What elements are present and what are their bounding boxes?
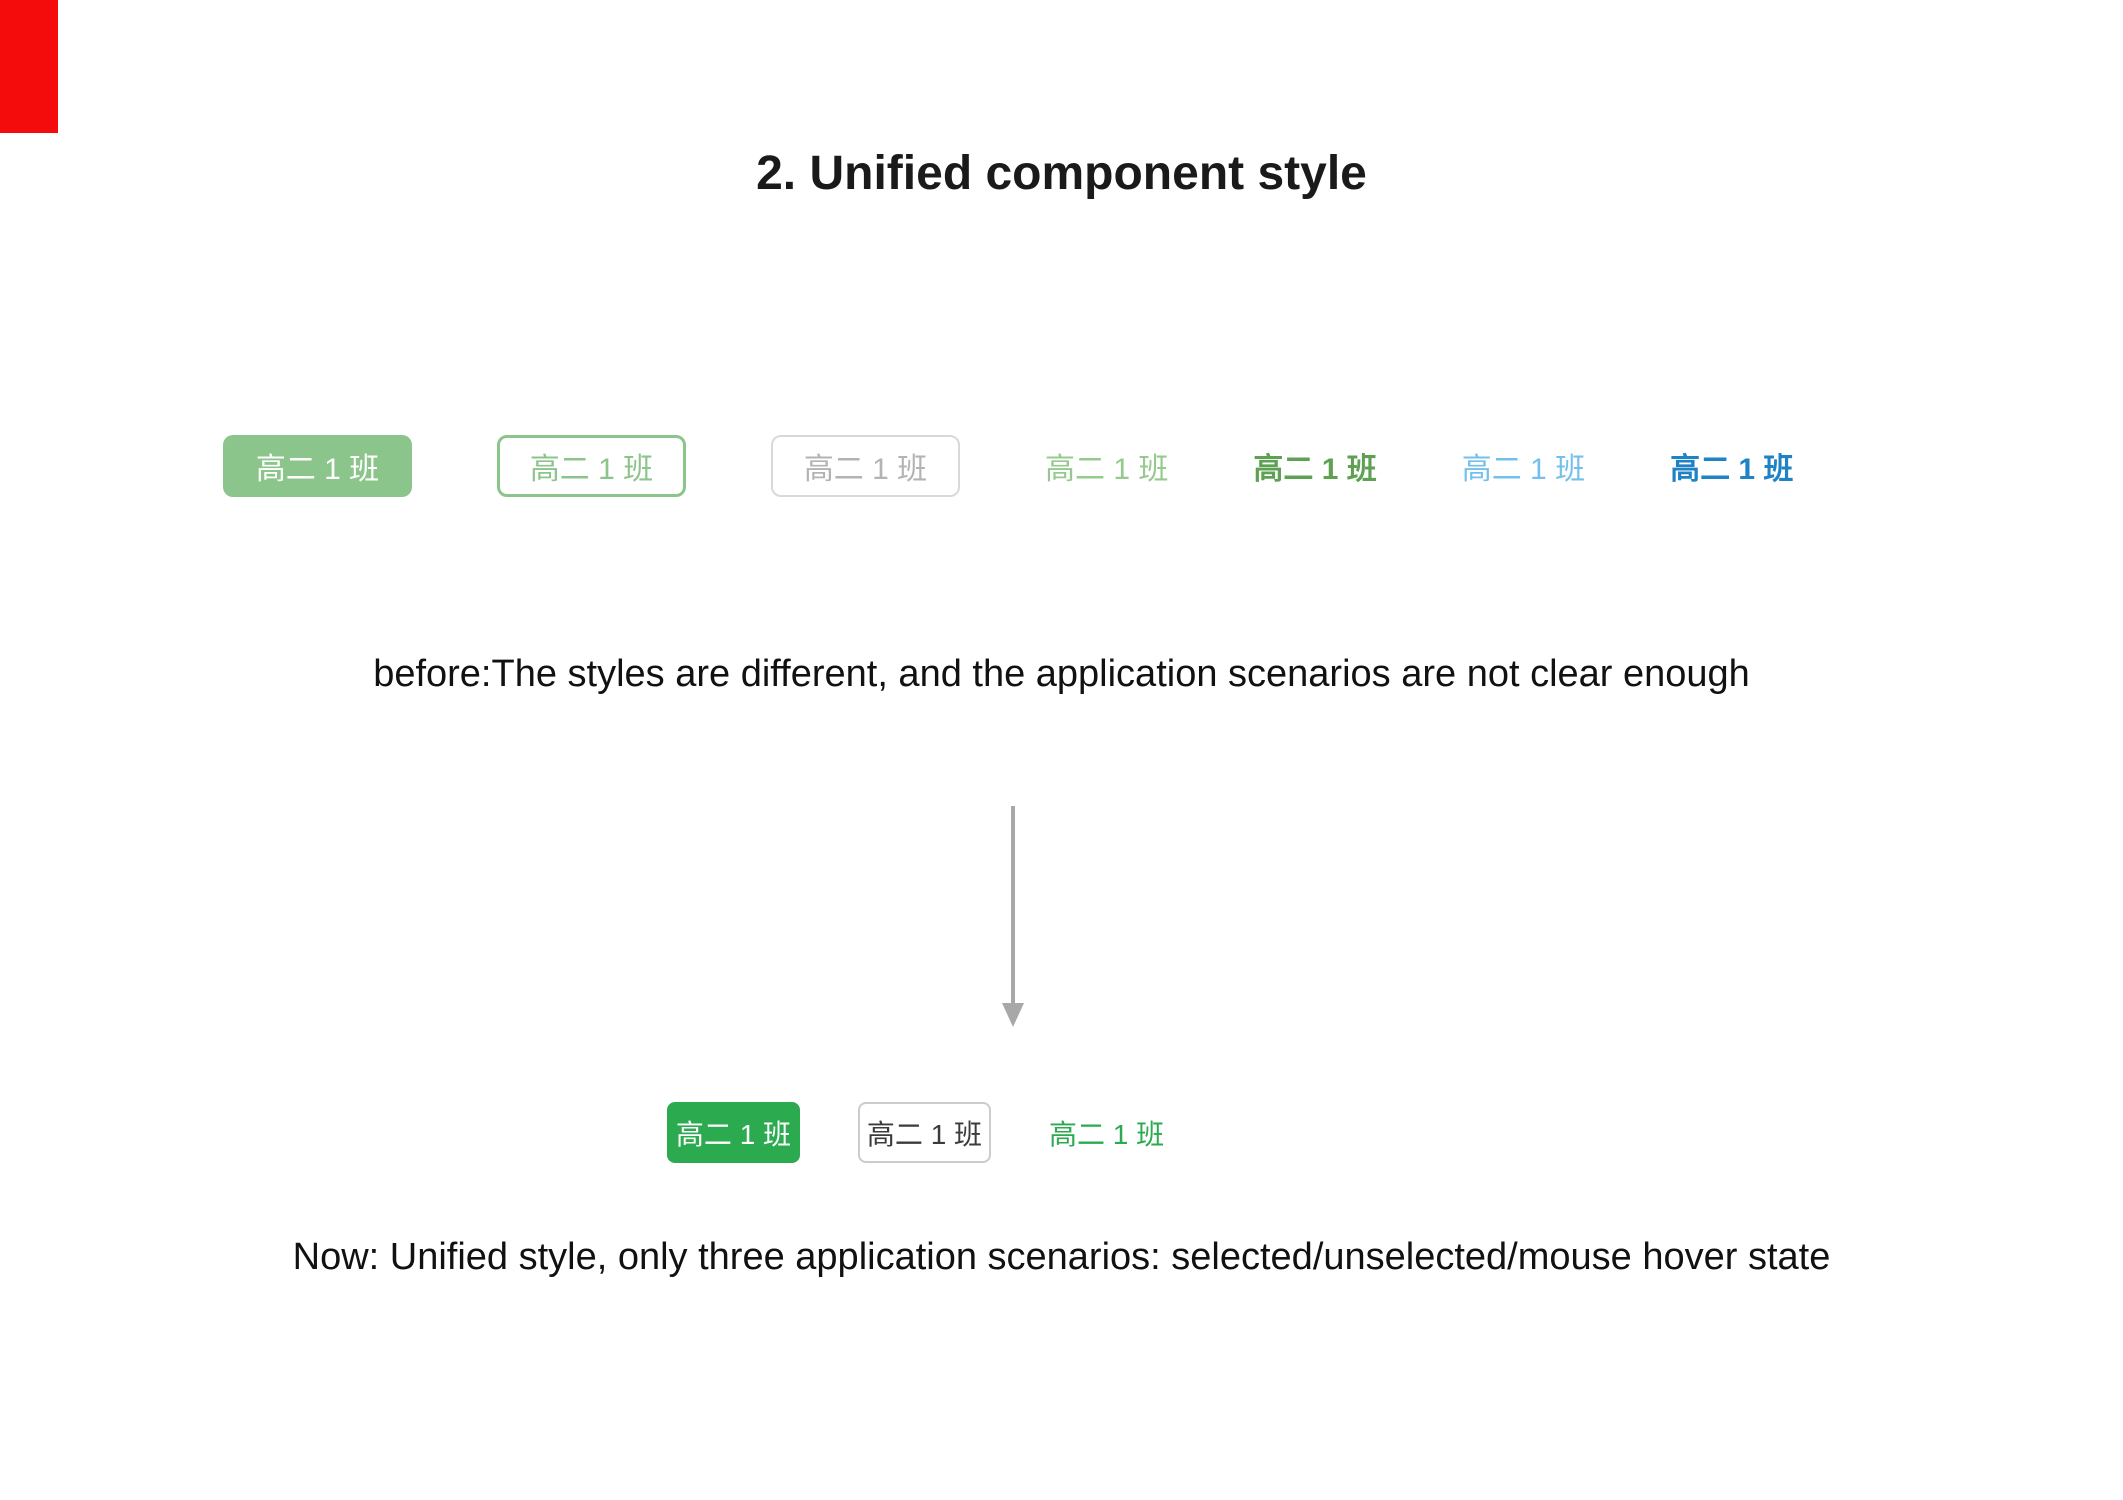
- class-tag-text-green-bold[interactable]: 高二 1 班: [1253, 453, 1377, 486]
- after-variant-row: 高二 1 班 高二 1 班 高二 1 班: [667, 1102, 1164, 1163]
- class-tag-text-light-blue[interactable]: 高二 1 班: [1461, 453, 1586, 486]
- class-tag-outline-gray[interactable]: 高二 1 班: [771, 435, 960, 497]
- class-tag-unselected[interactable]: 高二 1 班: [858, 1102, 991, 1163]
- class-tag-filled-soft-green[interactable]: 高二 1 班: [223, 435, 412, 497]
- class-tag-text-blue-bold[interactable]: 高二 1 班: [1670, 453, 1794, 486]
- page-title: 2. Unified component style: [756, 147, 1367, 200]
- before-variant-row: 高二 1 班 高二 1 班 高二 1 班 高二 1 班 高二 1 班 高二 1 …: [223, 435, 1793, 497]
- before-caption: before:The styles are different, and the…: [373, 653, 1750, 695]
- now-caption: Now: Unified style, only three applicati…: [292, 1236, 1831, 1278]
- class-tag-selected[interactable]: 高二 1 班: [667, 1102, 800, 1163]
- class-tag-outline-soft-green[interactable]: 高二 1 班: [497, 435, 686, 497]
- class-tag-text-soft-green[interactable]: 高二 1 班: [1045, 453, 1169, 486]
- red-corner-marker: [0, 0, 58, 133]
- down-arrow-icon: [1002, 806, 1024, 1027]
- class-tag-hover[interactable]: 高二 1 班: [1049, 1118, 1165, 1150]
